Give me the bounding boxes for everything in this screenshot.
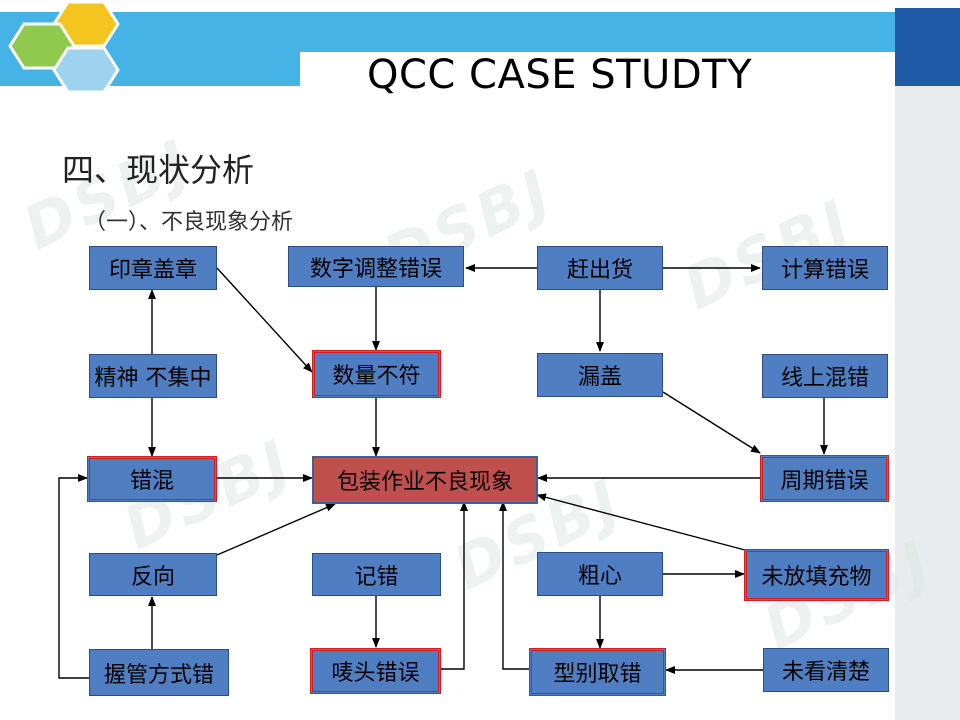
node-jisuan: 计算错误 xyxy=(762,246,888,290)
connector-arrow xyxy=(441,501,468,670)
side-strip xyxy=(895,86,960,720)
connector-arrow xyxy=(499,501,529,670)
node-lougai: 漏盖 xyxy=(537,353,663,397)
section-heading: 四、现状分析 xyxy=(62,151,255,189)
node-woguan: 握管方式错 xyxy=(89,649,229,696)
node-center: 包装作业不良现象 xyxy=(312,456,538,504)
connector-arrow xyxy=(536,493,746,551)
hexagon-logo-icon xyxy=(8,0,120,94)
connector-arrow xyxy=(216,503,336,556)
connector-arrow xyxy=(662,391,761,454)
node-mitou: 唛头错误 xyxy=(310,648,441,694)
node-xingbie: 型别取错 xyxy=(529,648,666,696)
node-yinzhang: 印章盖章 xyxy=(89,246,217,290)
node-weifang: 未放填充物 xyxy=(744,549,889,601)
node-shuliang: 数量不符 xyxy=(312,350,441,398)
page-title: QCC CASE STUDTY xyxy=(367,52,752,98)
corner-block xyxy=(895,8,960,86)
node-shuzi: 数字调整错误 xyxy=(288,246,464,287)
title-backdrop xyxy=(300,52,900,112)
node-ganchu: 赶出货 xyxy=(537,246,663,290)
node-cuxin: 粗心 xyxy=(537,552,663,596)
node-cuohun: 错混 xyxy=(87,456,217,502)
node-fanxiang: 反向 xyxy=(89,553,217,596)
connector-arrow xyxy=(58,474,89,679)
node-xianshang: 线上混错 xyxy=(762,354,888,398)
section-subheading: （一）、不良现象分析 xyxy=(84,210,294,235)
node-zhouqi: 周期错误 xyxy=(760,455,889,502)
node-jicuo: 记错 xyxy=(312,553,441,596)
node-weikan: 未看清楚 xyxy=(763,648,889,692)
connector-arrow xyxy=(216,267,313,373)
node-jingshen: 精神 不集中 xyxy=(89,354,217,398)
